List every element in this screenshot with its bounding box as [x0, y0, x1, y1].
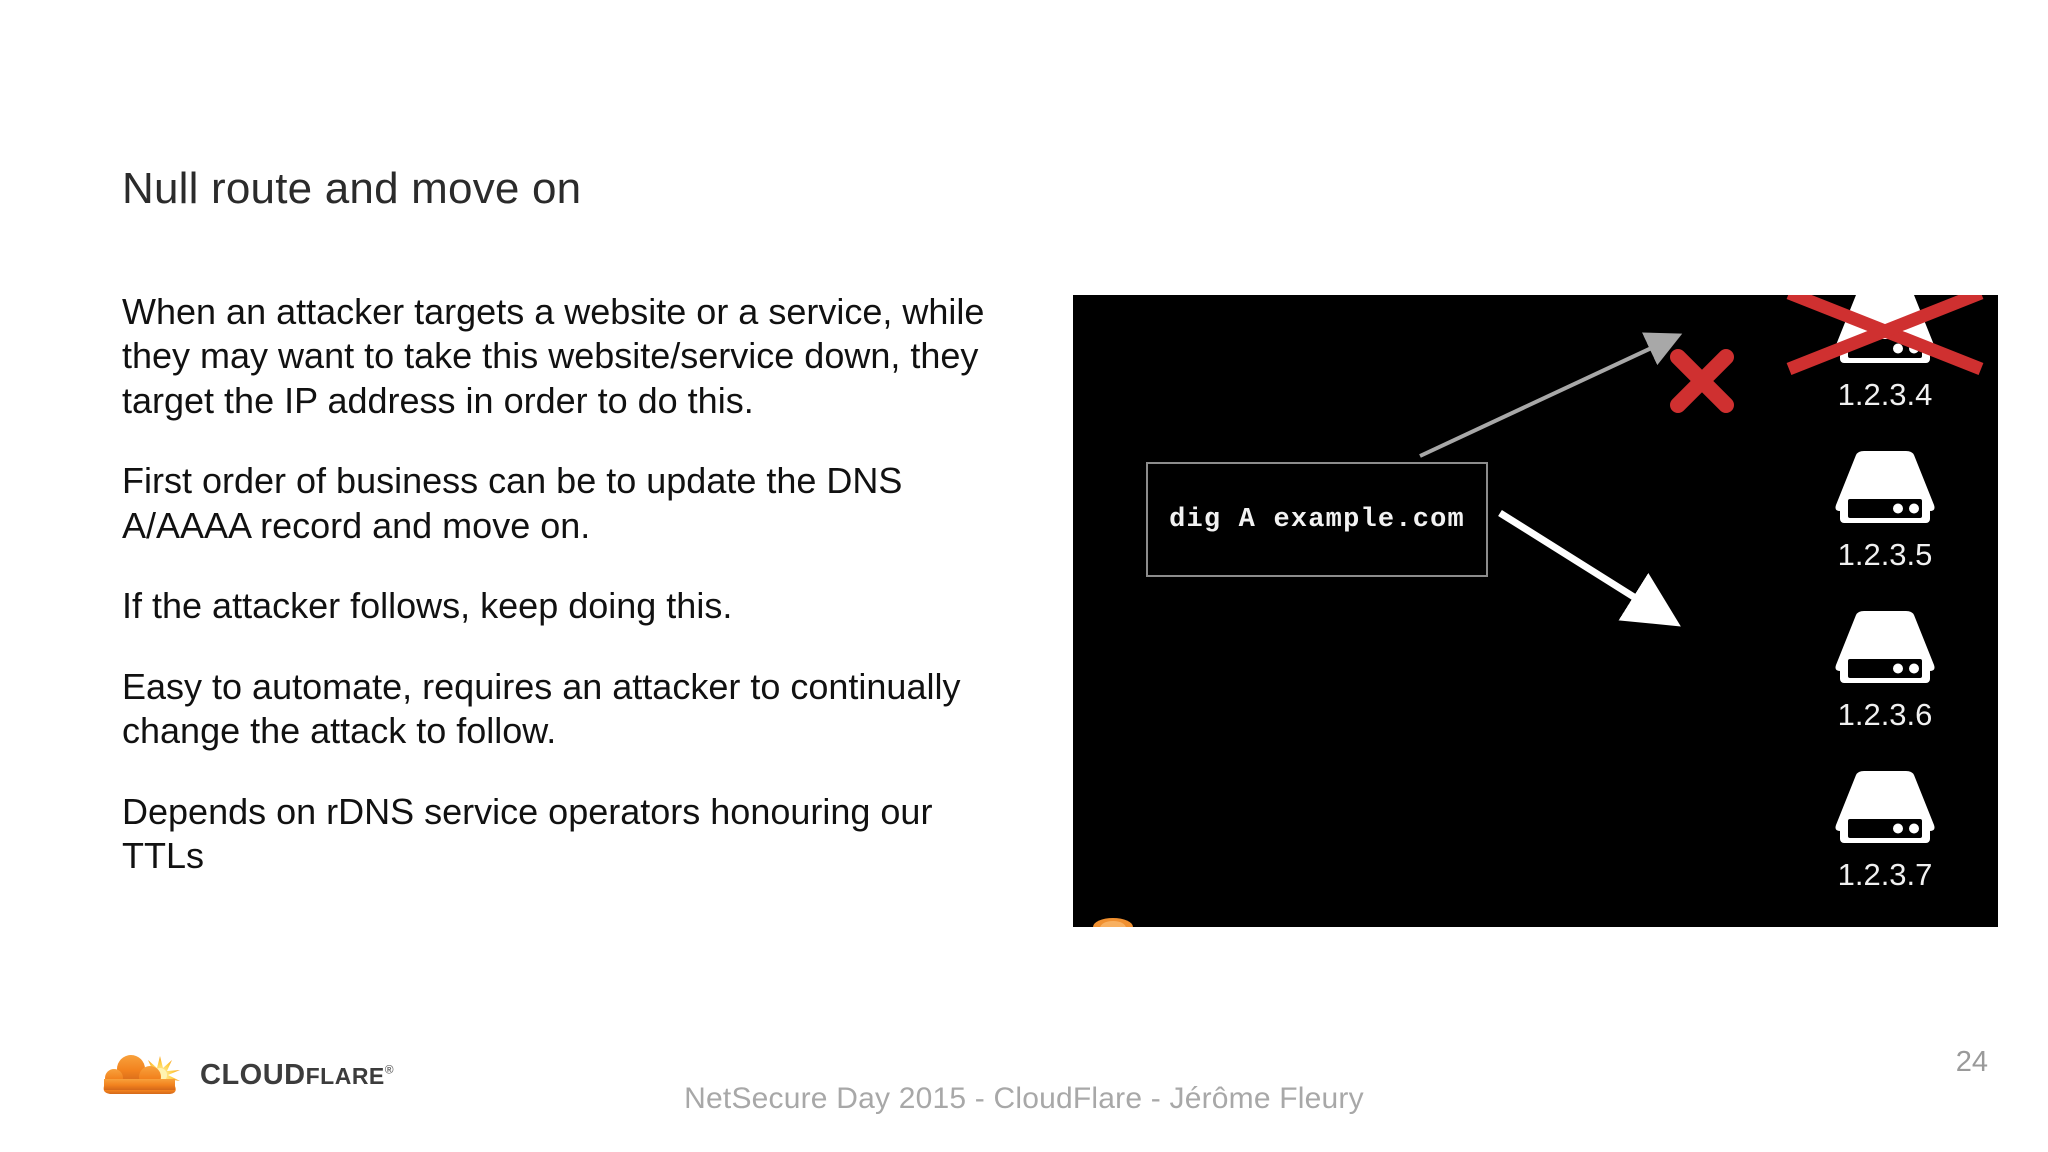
server-icon	[1835, 451, 1935, 523]
paragraph-2: First order of business can be to update…	[122, 460, 903, 546]
trademark-icon: ®	[384, 1061, 395, 1076]
blocked-arrow	[1419, 332, 1683, 458]
server-icon	[1835, 295, 1935, 363]
server-node-1: 1.2.3.4	[1795, 295, 1975, 410]
cloudflare-wordmark: CLOUDFLARE®	[200, 1059, 394, 1092]
server-icon	[1835, 771, 1935, 843]
server-node-2: 1.2.3.5	[1795, 449, 1975, 570]
server-ip-label: 1.2.3.4	[1837, 377, 1933, 412]
server-ip-label: 1.2.3.6	[1837, 697, 1933, 732]
server-node-4: 1.2.3.7	[1795, 769, 1975, 890]
dig-command-text: dig A example.com	[1169, 504, 1465, 535]
cloudflare-cloud-icon	[103, 1055, 180, 1094]
body-text-column: When an attacker targets a website or a …	[122, 290, 1042, 879]
page-title: Null route and move on	[122, 164, 582, 213]
dns-diagram-image: dig A example.com 1.2.3.4	[1073, 295, 1998, 927]
paragraph-1: When an attacker targets a website or a …	[122, 291, 985, 421]
active-arrow	[1498, 510, 1681, 627]
server-ip-label: 1.2.3.7	[1837, 857, 1933, 892]
arrows-layer	[1419, 332, 1683, 627]
cloud-body	[103, 1055, 176, 1094]
server-node-3: 1.2.3.6	[1795, 609, 1975, 730]
wordmark-flare: FLARE	[305, 1062, 385, 1089]
footer-caption: NetSecure Day 2015 - CloudFlare - Jérôme…	[684, 1082, 1364, 1115]
dig-command-box: dig A example.com	[1146, 462, 1488, 577]
server-ip-label: 1.2.3.5	[1837, 537, 1933, 572]
page-number: 24	[1955, 1046, 1988, 1078]
paragraph-4: Easy to automate, requires an attacker t…	[122, 665, 961, 752]
wordmark-cloud: CLOUD	[200, 1058, 306, 1091]
paragraph-5: Depends on rDNS service operators honour…	[122, 790, 933, 877]
paragraph-3: If the attacker follows, keep doing this…	[122, 585, 733, 627]
cropped-cloud-icon	[1093, 918, 1133, 927]
cloudflare-logo: CLOUDFLARE®	[98, 1052, 394, 1098]
server-icon	[1835, 611, 1935, 683]
